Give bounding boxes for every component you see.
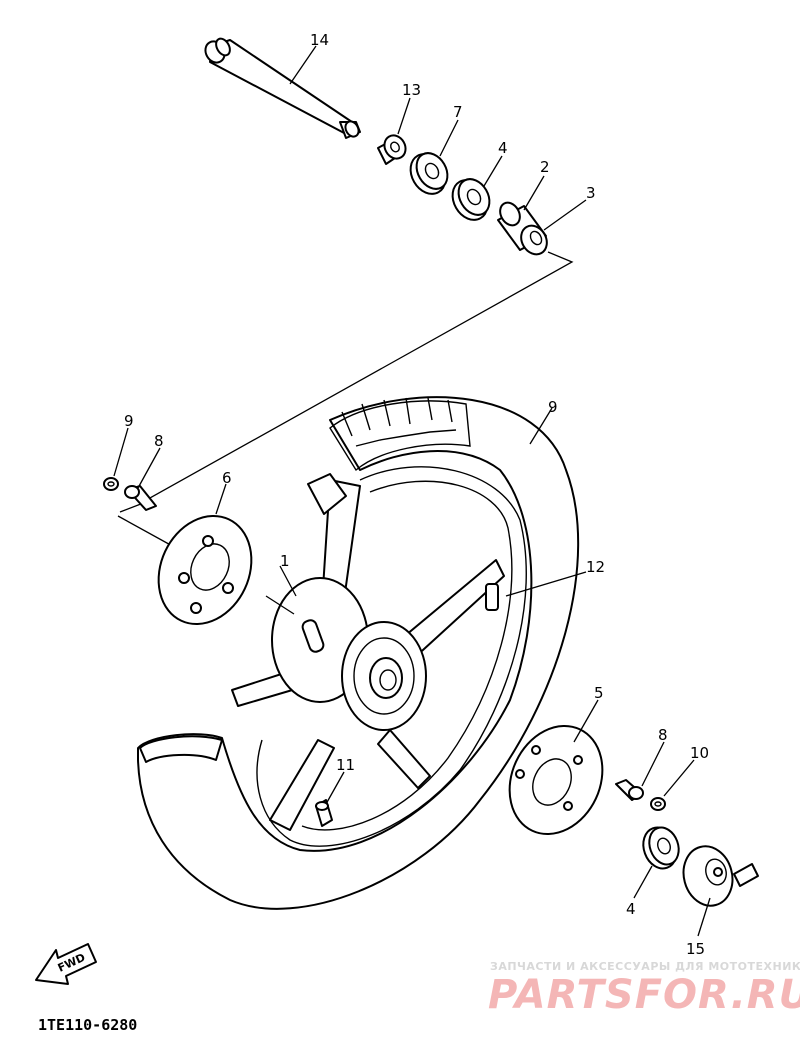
disc-plate-right xyxy=(508,724,604,836)
callout-4-lower: 4 xyxy=(626,900,636,918)
callout-8-right: 8 xyxy=(658,726,668,744)
callout-4-upper: 4 xyxy=(498,139,508,157)
callout-10: 9 xyxy=(548,398,558,416)
bolt-right xyxy=(615,779,644,801)
nut-right xyxy=(650,797,666,811)
watermark-tagline: ЗАПЧАСТИ И АКСЕССУАРЫ ДЛЯ МОТОТЕХНИКИ xyxy=(490,960,800,973)
bolt-left xyxy=(124,485,157,511)
nut-left xyxy=(103,477,119,491)
callout-3: 3 xyxy=(586,184,596,202)
bearing-part-upper xyxy=(409,152,449,195)
callout-2: 2 xyxy=(540,158,550,176)
callout-11: 11 xyxy=(336,756,355,774)
speedometer-gear-part xyxy=(682,845,759,907)
callout-15: 15 xyxy=(686,940,705,958)
wheel-part xyxy=(137,396,580,910)
spacer-part xyxy=(497,201,548,256)
callout-9-left: 9 xyxy=(124,412,134,430)
leader-lines xyxy=(113,45,711,937)
callout-9-right: 10 xyxy=(690,744,709,762)
bearing-part-lower xyxy=(642,826,680,870)
axle-part xyxy=(204,37,361,139)
callout-6: 5 xyxy=(594,684,604,702)
collar-part xyxy=(377,134,407,165)
callout-5: 7 xyxy=(453,103,463,121)
disc-plate-left xyxy=(157,514,253,626)
callout-14: 14 xyxy=(310,31,329,49)
callout-8-left: 8 xyxy=(154,432,164,450)
callout-12: 12 xyxy=(586,558,605,576)
bearing-part-middle xyxy=(451,178,491,221)
diagram-code: 1TE110-6280 xyxy=(38,1016,137,1034)
callout-7: 6 xyxy=(222,469,232,487)
callout-1: 1 xyxy=(280,552,290,570)
forward-direction-arrow: FWD xyxy=(35,943,97,985)
watermark-logo: PARTSFOR.RU xyxy=(488,972,800,1018)
callout-13: 13 xyxy=(402,81,421,99)
